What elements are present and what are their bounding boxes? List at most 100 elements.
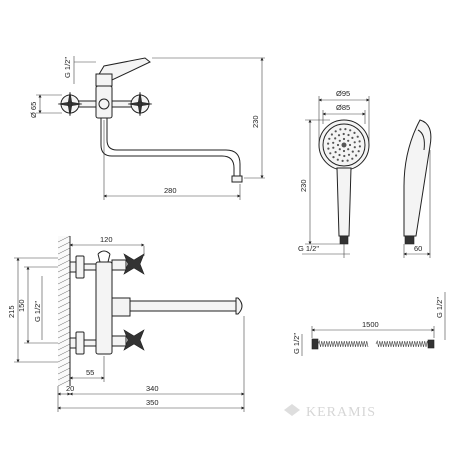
nozzle-dot bbox=[347, 148, 350, 151]
nozzle-dot bbox=[347, 153, 351, 156]
shower-nozzles bbox=[327, 128, 361, 162]
shower-height-label: 230 bbox=[299, 179, 308, 192]
side-overall-length-label: 350 bbox=[146, 398, 159, 407]
nozzle-dot bbox=[338, 139, 341, 142]
hatch-line bbox=[57, 277, 71, 285]
hatch-line bbox=[57, 325, 71, 333]
top-height-label: 230 bbox=[251, 115, 260, 128]
nozzle-dot bbox=[349, 129, 352, 132]
shower-head-inner bbox=[322, 123, 366, 167]
mixer-side-view bbox=[57, 235, 243, 387]
watermark-text: KERAMIS bbox=[306, 405, 376, 420]
shower-handle bbox=[336, 167, 352, 237]
nozzle-dot bbox=[341, 159, 344, 162]
lower-flange bbox=[75, 331, 85, 355]
upper-handle-cross bbox=[123, 253, 145, 275]
nozzle-dot bbox=[351, 150, 354, 153]
nozzle-dot bbox=[334, 130, 337, 133]
side-spout-tip bbox=[235, 297, 243, 315]
nozzle-dot bbox=[355, 154, 358, 157]
nozzle-dot bbox=[348, 143, 352, 147]
wall-hatching bbox=[57, 235, 71, 387]
side-view-dimensions: 120 215 150 G 1/2" 55 20 340 350 bbox=[7, 235, 245, 412]
shower-connector bbox=[339, 235, 349, 245]
nozzle-dot bbox=[330, 133, 333, 136]
hatch-line bbox=[57, 355, 71, 363]
side-thread-label: G 1/2" bbox=[33, 301, 42, 322]
shower-inner-diameter-label: Ø85 bbox=[336, 103, 350, 112]
hatch-line bbox=[57, 295, 71, 303]
hatch-line bbox=[57, 265, 71, 273]
hand-shower-side bbox=[403, 119, 432, 245]
nozzle-dot bbox=[344, 128, 347, 131]
hand-shower-dimensions: Ø95 Ø85 230 G 1/2" 60 bbox=[298, 89, 431, 258]
side-spout bbox=[129, 300, 241, 312]
nozzle-dot bbox=[337, 134, 341, 137]
top-reach-label: 280 bbox=[164, 186, 177, 195]
shower-hose bbox=[311, 338, 435, 350]
hatch-line bbox=[57, 373, 71, 381]
nozzle-dot bbox=[338, 148, 341, 151]
left-handle-cross bbox=[57, 91, 83, 117]
nozzle-dot bbox=[336, 158, 339, 161]
shower-holder bbox=[97, 250, 111, 263]
watermark: KERAMIS bbox=[284, 404, 376, 420]
nozzle-dot bbox=[353, 141, 356, 144]
nozzle-dot bbox=[329, 152, 332, 155]
hatch-line bbox=[57, 241, 71, 249]
shower-side-connector bbox=[404, 235, 415, 245]
spout-junction bbox=[111, 297, 131, 317]
nozzle-dot bbox=[353, 146, 356, 149]
nozzle-dot bbox=[356, 135, 359, 138]
hatch-line bbox=[57, 349, 71, 357]
nozzle-dot bbox=[353, 131, 356, 134]
nozzle-center bbox=[341, 142, 347, 148]
shower-depth-label: 60 bbox=[414, 244, 422, 253]
hose-thread-left-label: G 1/2" bbox=[292, 333, 301, 354]
hose-length-label: 1500 bbox=[362, 320, 379, 329]
upper-inlet bbox=[83, 263, 97, 271]
spout-aerator bbox=[231, 175, 243, 183]
upper-handle-stem bbox=[111, 259, 127, 271]
hose-right-fitting bbox=[427, 339, 435, 349]
shower-thread-label: G 1/2" bbox=[298, 244, 319, 253]
nozzle-dot bbox=[332, 156, 335, 159]
shower-outer-diameter-label: Ø95 bbox=[336, 89, 350, 98]
nozzle-dot bbox=[327, 147, 330, 150]
right-handle-cross bbox=[127, 91, 153, 117]
top-thread-label: G 1/2" bbox=[63, 57, 72, 78]
upper-flange bbox=[75, 255, 85, 279]
hatch-line bbox=[57, 319, 71, 327]
hatch-line bbox=[57, 247, 71, 255]
spout-inner bbox=[106, 118, 241, 178]
hatch-line bbox=[57, 289, 71, 297]
nozzle-dot bbox=[336, 143, 340, 147]
hatch-line bbox=[57, 367, 71, 375]
hatch-line bbox=[57, 343, 71, 351]
diverter-head bbox=[95, 73, 113, 87]
nozzle-dot bbox=[343, 154, 346, 158]
hand-shower-front bbox=[318, 119, 370, 245]
hose-coil bbox=[317, 339, 429, 348]
nozzle-dot bbox=[358, 145, 361, 148]
nozzle-dot bbox=[332, 146, 335, 149]
hatch-line bbox=[57, 235, 71, 243]
side-offset-label: 55 bbox=[86, 368, 94, 377]
hatch-line bbox=[57, 361, 71, 369]
lower-handle-stem bbox=[111, 335, 127, 347]
nozzle-dot bbox=[342, 137, 346, 141]
shower-side-profile bbox=[403, 119, 432, 237]
nozzle-dot bbox=[327, 142, 330, 145]
hatch-line bbox=[57, 379, 71, 387]
lower-handle-cross bbox=[123, 329, 145, 351]
mixer-front-view bbox=[57, 57, 243, 183]
body-center-circle bbox=[98, 98, 110, 110]
watermark-logo bbox=[284, 404, 300, 416]
top-view-dimensions: G 1/2" Ø 65 230 280 bbox=[29, 56, 265, 200]
side-body bbox=[95, 261, 113, 355]
spout-outer bbox=[100, 118, 235, 178]
hatch-line bbox=[57, 271, 71, 279]
nozzle-dot bbox=[347, 139, 350, 142]
side-inlet-spacing-label: 150 bbox=[17, 299, 26, 312]
hose-thread-right-label: G 1/2" bbox=[435, 297, 444, 318]
